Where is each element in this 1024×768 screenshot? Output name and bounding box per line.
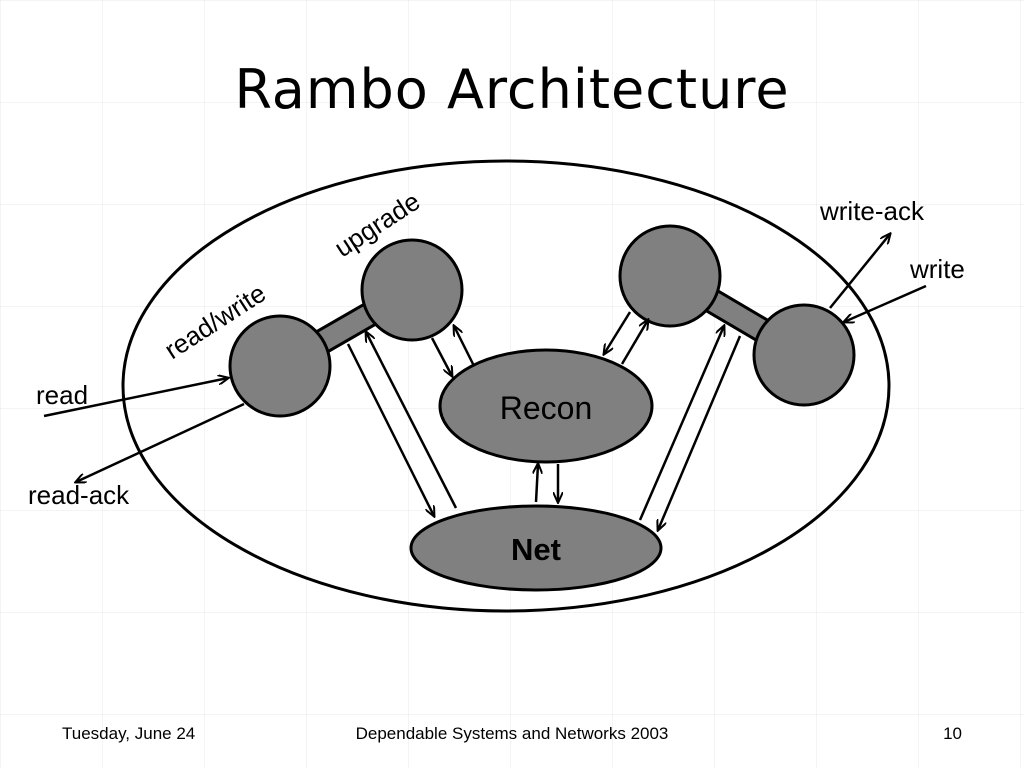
footer-page-number: 10 (943, 724, 962, 743)
arrow-write-in (844, 284, 927, 322)
arrow-read-in (43, 378, 228, 418)
label-write-ack: write-ack (819, 196, 925, 226)
recon-node (438, 348, 654, 464)
label-net: Net (511, 532, 561, 567)
system-boundary-ellipse (121, 159, 891, 613)
arrow-read-ack-out (76, 402, 245, 482)
arrow-recon-to-left (454, 326, 476, 367)
left-upgrade-node (360, 238, 464, 342)
arrow-net-to-left (366, 332, 458, 509)
net-node (409, 504, 663, 592)
footer-conference: Dependable Systems and Networks 2003 (355, 724, 669, 743)
arrow-left-to-net (346, 343, 434, 516)
left-rw-node (228, 314, 332, 418)
slide-title: Rambo Architecture (234, 58, 790, 121)
label-write: write (909, 254, 965, 284)
arrow-recon-to-right (620, 320, 648, 365)
arrow-right-to-recon (604, 311, 632, 354)
label-read-ack: read-ack (28, 480, 130, 510)
arrow-net-to-recon (536, 464, 538, 503)
right-rw-node-group (618, 224, 856, 407)
label-read: read (36, 380, 88, 410)
label-recon: Recon (500, 390, 593, 426)
arrow-write-ack-out (829, 234, 890, 309)
right-upgrade-node (618, 224, 722, 328)
footer-date: Tuesday, June 24 (62, 724, 196, 743)
right-rw-node (752, 303, 856, 407)
arrow-right-to-net (658, 335, 742, 530)
left-rw-node-group (228, 238, 464, 418)
arrow-left-to-recon (430, 337, 452, 376)
arrow-net-to-right (638, 326, 724, 521)
